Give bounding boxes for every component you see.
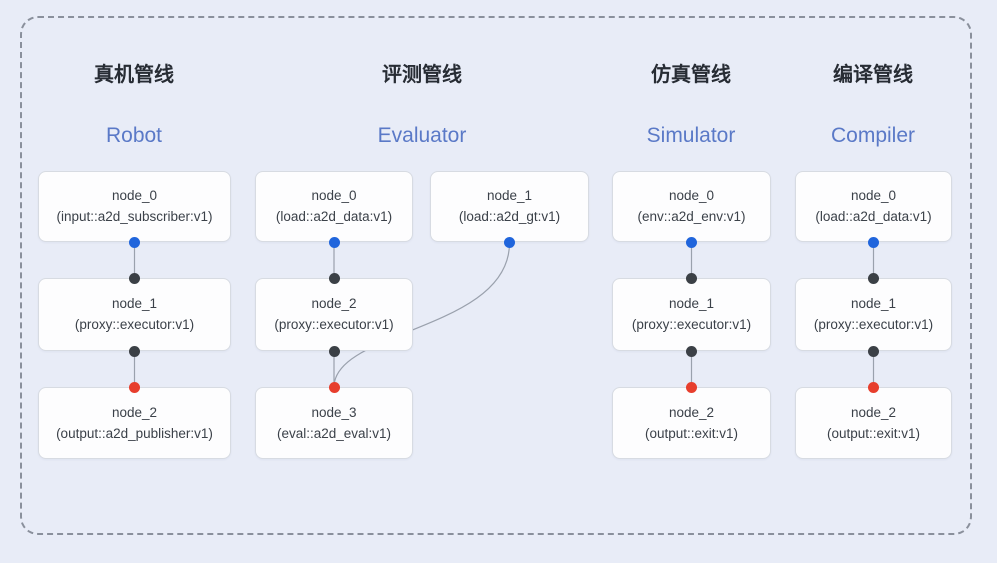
node-name: node_2 xyxy=(111,404,158,420)
simulator-node2-input-dot-red xyxy=(686,381,697,393)
robot-node1-input-dot-dark xyxy=(129,272,140,284)
compiler-node1-input-dot-dark xyxy=(868,272,879,284)
node-name: node_2 xyxy=(850,404,897,420)
compiler-node-0: node_0 (load::a2d_data:v1) xyxy=(795,171,952,242)
node-name: node_1 xyxy=(486,188,533,203)
evaluator-node2-output-dot-dark xyxy=(328,345,340,357)
node-type: (eval::a2d_eval:v1) xyxy=(276,425,392,441)
compiler-node2-input-dot-red xyxy=(868,381,879,393)
evaluator-node-0: node_0 (load::a2d_data:v1) xyxy=(255,171,413,242)
node-type: (proxy::executor:v1) xyxy=(631,317,752,332)
robot-node0-output-dot-blue xyxy=(129,236,140,248)
node-type: (load::a2d_data:v1) xyxy=(815,209,932,224)
robot-node1-output-dot-dark xyxy=(129,345,140,357)
node-type: (proxy::executor:v1) xyxy=(74,317,195,332)
node-type: (input::a2d_subscriber:v1) xyxy=(56,209,213,224)
node-type: (proxy::executor:v1) xyxy=(274,317,394,332)
node-name: node_0 xyxy=(111,188,158,203)
node-name: node_0 xyxy=(850,188,897,203)
compiler-node1-output-dot-dark xyxy=(868,345,879,357)
compiler-node0-output-dot-blue xyxy=(868,236,879,248)
node-name: node_0 xyxy=(311,188,357,203)
compiler-node-1: node_1 (proxy::executor:v1) xyxy=(795,278,952,351)
node-type: (output::exit:v1) xyxy=(644,425,739,441)
evaluator-node-3: node_3 (eval::a2d_eval:v1) xyxy=(255,387,413,459)
evaluator-node2-input-dot-dark xyxy=(328,272,340,284)
simulator-node1-output-dot-dark xyxy=(686,345,697,357)
robot-title-zh: 真机管线 xyxy=(94,64,174,86)
simulator-node-0: node_0 (env::a2d_env:v1) xyxy=(612,171,771,242)
node-name: node_0 xyxy=(668,188,715,203)
evaluator-node1-output-dot-blue xyxy=(504,236,515,248)
simulator-title-en: Simulator xyxy=(646,124,736,147)
simulator-node0-output-dot-blue xyxy=(686,236,697,248)
node-name: node_2 xyxy=(311,296,357,311)
simulator-node-1: node_1 (proxy::executor:v1) xyxy=(612,278,771,351)
compiler-title-zh: 编译管线 xyxy=(833,64,913,86)
node-name: node_1 xyxy=(850,296,897,311)
compiler-node-2: node_2 (output::exit:v1) xyxy=(795,387,952,459)
robot-node-2: node_2 (output::a2d_publisher:v1) xyxy=(38,387,231,459)
evaluator-node3-input-dot-red xyxy=(328,381,340,393)
node-name: node_2 xyxy=(668,404,715,420)
simulator-title-zh: 仿真管线 xyxy=(651,64,731,86)
robot-node2-input-dot-red xyxy=(129,381,140,393)
compiler-title-en: Compiler xyxy=(830,124,916,147)
node-name: node_1 xyxy=(668,296,715,311)
node-type: (proxy::executor:v1) xyxy=(813,317,934,332)
node-type: (output::a2d_publisher:v1) xyxy=(56,425,213,441)
robot-node-0: node_0 (input::a2d_subscriber:v1) xyxy=(38,171,231,242)
robot-title-en: Robot xyxy=(105,124,163,147)
evaluator-node-2: node_2 (proxy::executor:v1) xyxy=(255,278,413,351)
evaluator-node-1: node_1 (load::a2d_gt:v1) xyxy=(430,171,589,242)
connector-evaluator-1-3-curve xyxy=(333,242,511,388)
evaluator-title-zh: 评测管线 xyxy=(382,64,462,86)
simulator-node-2: node_2 (output::exit:v1) xyxy=(612,387,771,459)
node-type: (load::a2d_data:v1) xyxy=(275,209,393,224)
simulator-node1-input-dot-dark xyxy=(686,272,697,284)
node-name: node_1 xyxy=(111,296,158,311)
node-type: (output::exit:v1) xyxy=(826,425,921,441)
node-name: node_3 xyxy=(311,404,357,420)
dashed-frame xyxy=(20,16,972,535)
robot-node-1: node_1 (proxy::executor:v1) xyxy=(38,278,231,351)
evaluator-node0-output-dot-blue xyxy=(328,236,340,248)
node-type: (load::a2d_gt:v1) xyxy=(458,209,561,224)
evaluator-title-en: Evaluator xyxy=(377,124,467,147)
node-type: (env::a2d_env:v1) xyxy=(637,209,746,224)
